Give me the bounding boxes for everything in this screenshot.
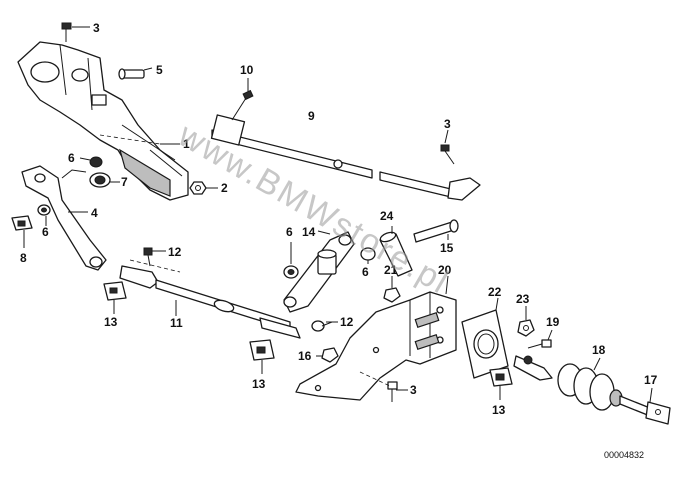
- screw-part-3-right[interactable]: [440, 144, 455, 165]
- screw-part-3-bottom[interactable]: [387, 381, 398, 402]
- callout-2: 2: [221, 181, 228, 195]
- bolt-part-15[interactable]: [413, 219, 459, 243]
- lever-part-4[interactable]: [21, 165, 107, 271]
- callout-21: 21: [384, 263, 398, 277]
- callout-11: 11: [170, 316, 183, 330]
- pushrod-part-17[interactable]: [619, 395, 671, 425]
- bushing-part-6-middle-left[interactable]: [283, 265, 299, 279]
- nut-part-2[interactable]: [189, 181, 207, 195]
- nut-part-23[interactable]: [517, 319, 535, 337]
- clip-part-13-left[interactable]: [103, 281, 127, 301]
- callout-12: 12: [168, 245, 182, 259]
- callout-19: 19: [546, 315, 560, 329]
- roller-part-6[interactable]: [317, 249, 337, 275]
- callout-14: 14: [302, 225, 316, 239]
- mounting-bracket-part-20[interactable]: [295, 291, 457, 401]
- callout-1: 1: [183, 137, 190, 151]
- callout-15: 15: [440, 241, 454, 255]
- callout-23: 23: [516, 292, 530, 306]
- callout-13: 13: [104, 315, 118, 329]
- callout-13: 13: [492, 403, 506, 417]
- document-number: 00004832: [604, 450, 644, 460]
- spring-part-7[interactable]: [61, 169, 111, 188]
- callout-3: 3: [410, 383, 417, 397]
- gasket-plate-part-22[interactable]: [461, 309, 509, 379]
- callout-18: 18: [592, 343, 606, 357]
- callout-7: 7: [121, 175, 128, 189]
- callout-9: 9: [308, 109, 315, 123]
- screw-part-3-top[interactable]: [61, 22, 72, 42]
- bolt-part-12-right[interactable]: [311, 320, 333, 332]
- bushing-part-6-left[interactable]: [37, 204, 51, 216]
- callout-labels: 3 5 10 9 3 1 6 7 2 4 6 8 12 13 11 14 6 6…: [20, 21, 658, 417]
- callout-12: 12: [340, 315, 354, 329]
- callout-10: 10: [240, 63, 254, 77]
- callout-6: 6: [286, 225, 293, 239]
- shaft-part-9[interactable]: [210, 114, 481, 201]
- clip-part-13-center[interactable]: [249, 339, 275, 361]
- callout-13: 13: [252, 377, 266, 391]
- callout-20: 20: [438, 263, 452, 277]
- boot-part-18[interactable]: [513, 355, 623, 411]
- callout-24: 24: [380, 209, 394, 223]
- screw-part-19[interactable]: [527, 339, 552, 349]
- pedal-bracket-part[interactable]: [17, 41, 189, 201]
- callout-6: 6: [42, 225, 49, 239]
- bushing-part-6-upper[interactable]: [89, 156, 103, 168]
- pin-part-5[interactable]: [118, 68, 145, 80]
- callout-3: 3: [444, 117, 451, 131]
- callout-16: 16: [298, 349, 312, 363]
- callout-5: 5: [156, 63, 163, 77]
- callout-17: 17: [644, 373, 658, 387]
- callout-4: 4: [91, 206, 98, 220]
- clip-part-13-right[interactable]: [489, 367, 513, 387]
- nut-part-21[interactable]: [383, 287, 401, 303]
- callout-22: 22: [488, 285, 502, 299]
- rod-part-11[interactable]: [119, 265, 301, 339]
- sleeve-part-24[interactable]: [379, 231, 413, 277]
- callout-6: 6: [68, 151, 75, 165]
- callout-6: 6: [362, 265, 369, 279]
- clip-part-8[interactable]: [11, 215, 33, 231]
- nut-part-16[interactable]: [321, 347, 339, 363]
- bolt-part-10[interactable]: [231, 89, 254, 121]
- callout-8: 8: [20, 251, 27, 265]
- callout-3: 3: [93, 21, 100, 35]
